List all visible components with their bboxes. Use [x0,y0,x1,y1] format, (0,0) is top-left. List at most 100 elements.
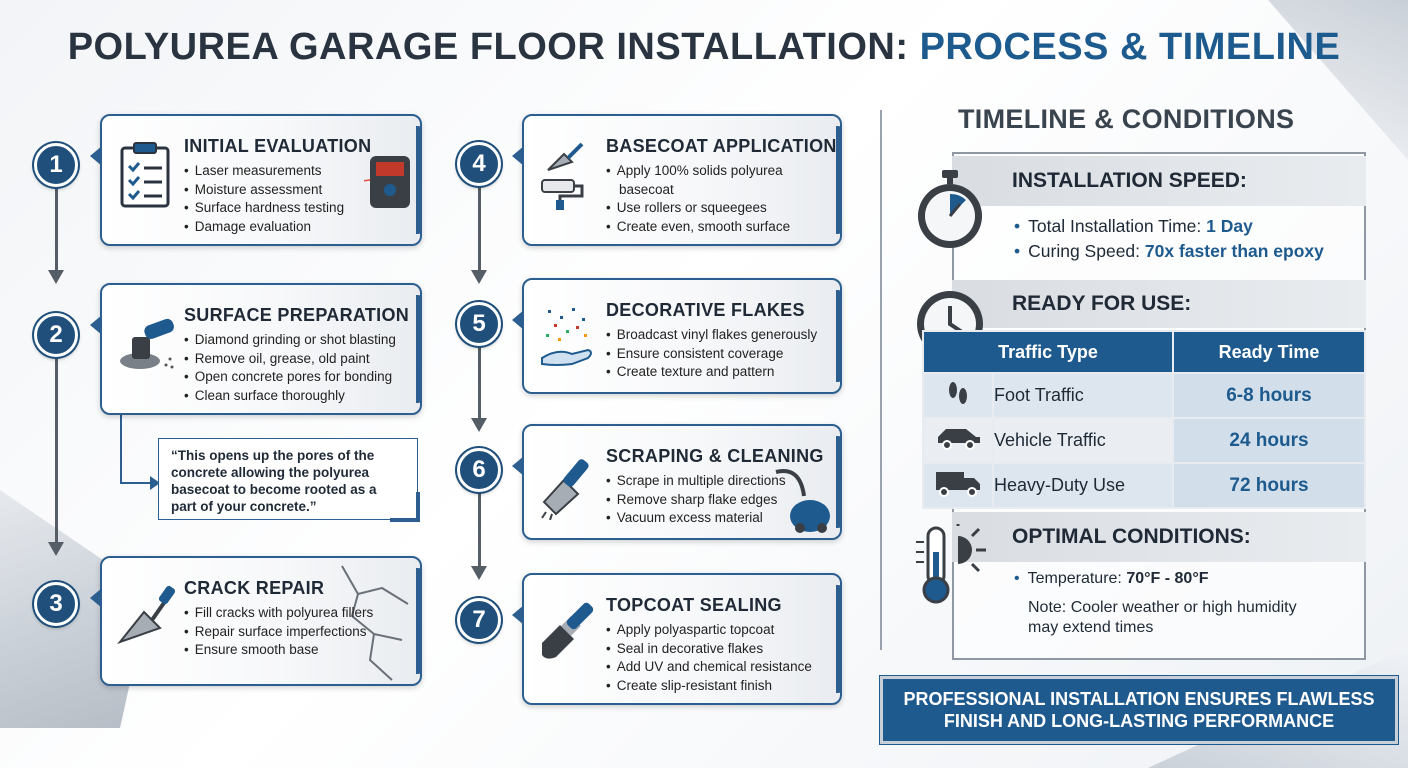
step-number-6: 6 [457,448,501,492]
step-item: Diamond grinding or shot blasting [184,331,396,350]
traffic-type: Heavy-Duty Use [992,462,1174,509]
step-item: Ensure smooth base [184,641,373,660]
quote-connector-head [150,476,160,490]
card-edge [836,126,842,234]
step-item: Repair surface imperfections [184,623,373,642]
traffic-type: Vehicle Traffic [992,417,1174,464]
title-main: POLYUREA GARAGE FLOOR INSTALLATION: [67,26,909,68]
flow-arrow [478,186,481,270]
curing-speed-item: Curing Speed: 70x faster than epoxy [1014,239,1324,264]
page-title: POLYUREA GARAGE FLOOR INSTALLATION: PROC… [0,26,1408,69]
step-item: Seal in decorative flakes [606,640,812,659]
step-number-1: 1 [34,143,78,187]
ready-time-table: Traffic Type Ready Time Foot Traffic 6-8… [922,330,1366,509]
step-title: SURFACE PREPARATION [184,305,410,325]
temperature-item: Temperature: 70°F - 80°F [1014,568,1209,590]
stopwatch-icon [918,170,982,248]
flow-arrow [478,492,481,566]
note-line: Note: Cooler weather or high humidity [1028,599,1297,616]
installation-speed-heading: INSTALLATION SPEED: [952,156,1366,206]
flow-arrow-head [471,418,487,432]
step-item: Vacuum excess material [606,509,786,528]
table-row: Heavy-Duty Use 72 hours [922,462,1366,509]
step-number-2: 2 [34,313,78,357]
installation-speed-list: Total Installation Time: 1 Day Curing Sp… [1014,214,1324,264]
laser-measure-icon [364,156,410,208]
background-shape [1268,0,1408,160]
step-item: Apply polyaspartic topcoat [606,621,812,640]
flow-arrow [55,356,58,542]
banner-line: FINISH AND LONG-LASTING PERFORMANCE [943,711,1335,731]
timeline-title: TIMELINE & CONDITIONS [958,104,1295,134]
card-edge [416,568,422,674]
step-item: Clean surface thoroughly [184,387,396,406]
curing-speed-label: Curing Speed: [1028,241,1141,261]
table-header-row: Traffic Type Ready Time [922,330,1366,374]
total-time-value: 1 Day [1206,216,1253,236]
step-items: Scrape in multiple directions Remove sha… [606,472,786,528]
step-item: Create slip-resistant finish [606,677,812,696]
card-edge [836,290,842,382]
quote-box: “This opens up the pores of the concrete… [158,438,420,522]
step-item: Broadcast vinyl flakes generously [606,326,817,345]
card-edge [836,436,842,528]
curing-speed-value: 70x faster than epoxy [1144,241,1324,261]
footprints-icon [922,372,994,419]
step-item: Laser measurements [184,162,344,181]
ready-for-use-heading: READY FOR USE: [952,280,1366,328]
step-item: Add UV and chemical resistance [606,658,812,677]
conditions-note: Note: Cooler weather or high humidity ma… [1028,598,1348,638]
flow-arrow-head [48,542,64,556]
clipboard-icon [120,142,170,208]
total-time-item: Total Installation Time: 1 Day [1014,214,1324,239]
step-title: BASECOAT APPLICATION [606,136,837,156]
conditions-list: Temperature: 70°F - 80°F [1014,568,1209,590]
step-number-4: 4 [457,142,501,186]
temperature-label: Temperature: [1027,570,1122,587]
temperature-value: 70°F - 80°F [1126,570,1209,587]
step-items: Diamond grinding or shot blasting Remove… [184,331,396,405]
step-items: Laser measurements Moisture assessment S… [184,162,344,236]
step-title: SCRAPING & CLEANING [606,446,824,466]
step-card-topcoat-sealing: TOPCOAT SEALING Apply polyaspartic topco… [512,573,842,705]
card-edge [416,126,422,234]
truck-icon [922,462,994,509]
quote-corner [390,492,420,522]
step-title: CRACK REPAIR [184,578,325,598]
step-item: Scrape in multiple directions [606,472,786,491]
step-card-basecoat-application: BASECOAT APPLICATION Apply 100% solids p… [512,114,842,246]
step-item: Fill cracks with polyurea fillers [184,604,374,623]
traffic-type: Foot Traffic [992,372,1174,419]
trowel-icon [117,585,176,645]
col-ready-time: Ready Time [1172,330,1366,374]
col-traffic-type: Traffic Type [922,330,1174,374]
grinder-icon [120,318,174,369]
step-item: Remove oil, grease, old paint [184,350,396,369]
step-number-7: 7 [457,598,501,642]
step-item: Ensure consistent coverage [606,345,817,364]
step-item: Apply 100% solids polyurea [606,162,790,181]
table-row: Vehicle Traffic 24 hours [922,417,1366,464]
step-item: Create even, smooth surface [606,218,790,237]
optimal-conditions-heading: OPTIMAL CONDITIONS: [952,512,1366,562]
table-row: Foot Traffic 6-8 hours [922,372,1366,419]
quote-connector [120,412,122,482]
card-edge [836,585,842,693]
flow-arrow [55,186,58,270]
ready-time: 72 hours [1172,462,1366,509]
step-item: basecoat [619,181,674,197]
step-item: Damage evaluation [184,218,344,237]
step-title: INITIAL EVALUATION [184,136,372,156]
flow-arrow [478,346,481,418]
step-item: Open concrete pores for bonding [184,368,396,387]
step-number-3: 3 [34,582,78,626]
quote-text: “This opens up the pores of the concrete… [171,448,377,514]
roller-icon [541,142,584,210]
step-items: Fill cracks with polyurea fillers Repair… [184,604,374,660]
flow-arrow-head [471,270,487,284]
step-item: Surface hardness testing [184,199,344,218]
column-divider [880,110,882,650]
ready-time: 24 hours [1172,417,1366,464]
step-number-5: 5 [457,302,501,346]
ready-time: 6-8 hours [1172,372,1366,419]
